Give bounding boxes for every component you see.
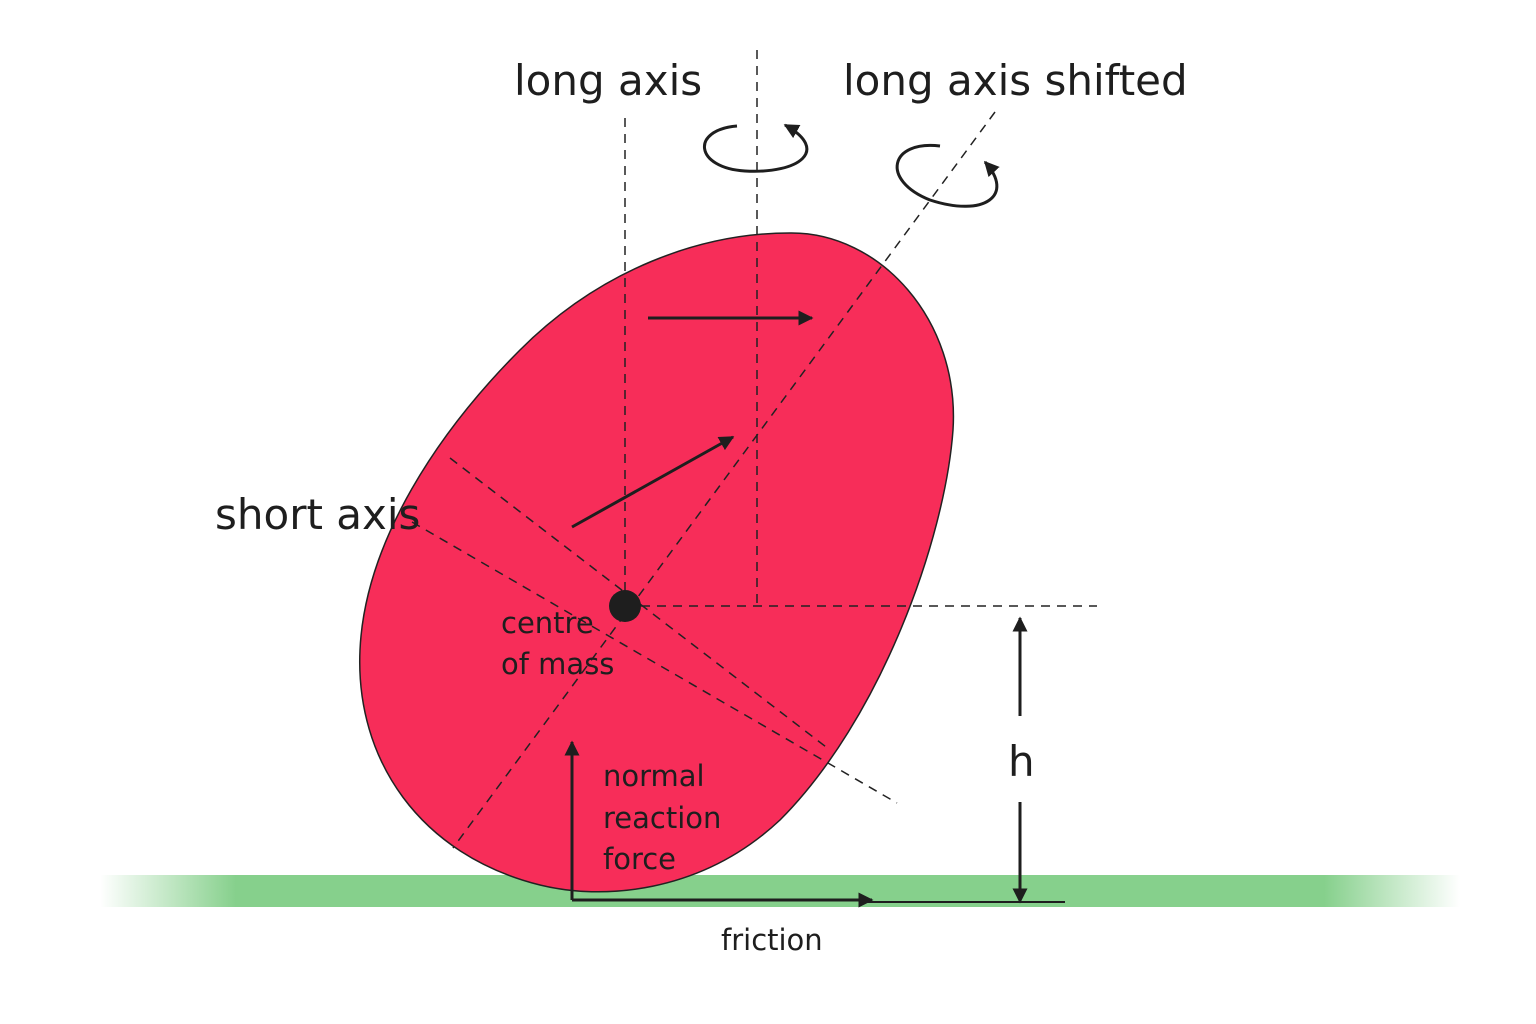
centre-of-mass-label-2: of mass xyxy=(501,647,614,681)
long-axis-label: long axis xyxy=(514,56,702,105)
centre-of-mass-dot xyxy=(609,590,641,622)
short-axis-line xyxy=(411,521,898,804)
long-axis-shifted-label: long axis shifted xyxy=(843,56,1188,105)
centre-of-mass-label-1: centre xyxy=(501,606,594,640)
normal-force-label-2: reaction xyxy=(603,801,721,835)
normal-force-label-1: normal xyxy=(603,759,705,793)
rotation-arrow-icon xyxy=(703,123,809,173)
long-axis-shifted-line xyxy=(452,111,996,849)
height-label: h xyxy=(1008,737,1035,786)
rotation-arrow-tilted-icon xyxy=(895,143,1000,208)
velocity-arrow-diagonal xyxy=(571,435,735,529)
short-axis-label: short axis xyxy=(215,490,420,539)
friction-label: friction xyxy=(721,923,823,957)
ground xyxy=(100,875,1460,907)
egg-body xyxy=(359,232,955,893)
normal-force-label-3: force xyxy=(603,842,676,876)
